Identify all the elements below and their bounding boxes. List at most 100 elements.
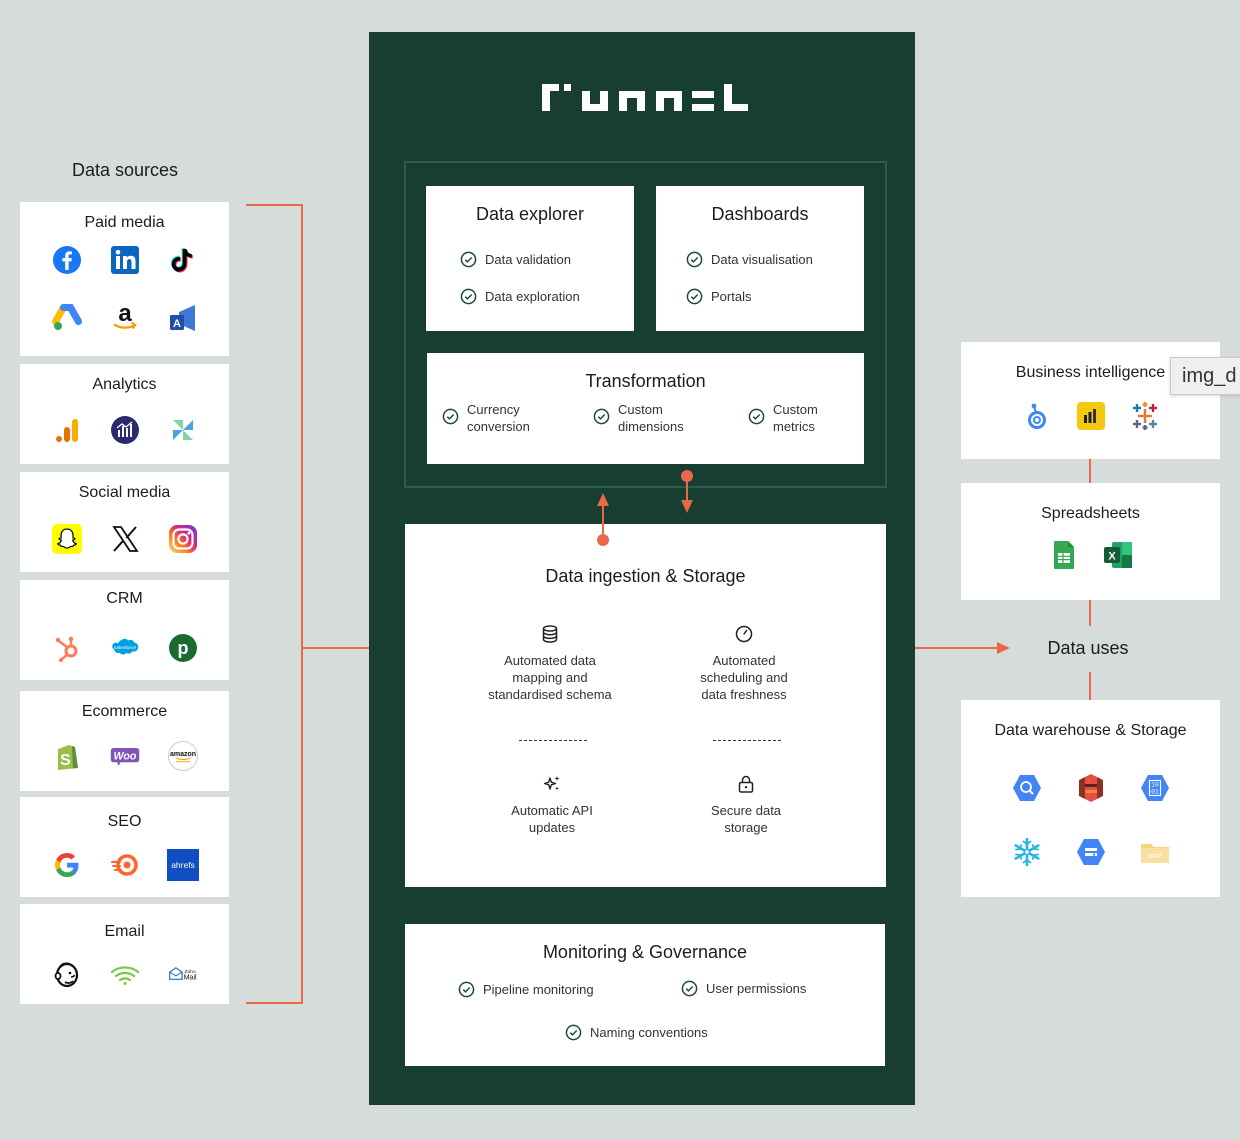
mailchimp-icon bbox=[51, 958, 83, 990]
dashboards-title: Dashboards bbox=[711, 204, 809, 224]
sftp-icon: SFTP bbox=[1139, 836, 1171, 868]
google-icon bbox=[51, 849, 83, 881]
source-title: Social media bbox=[78, 484, 171, 501]
source-card-paid-media: Paid media a A bbox=[20, 202, 229, 356]
funnel-logo: funnel bbox=[542, 84, 748, 111]
feature-label: Secure data storage bbox=[710, 803, 782, 835]
check-label: User permissions bbox=[706, 981, 807, 996]
feature-item: Automated data mapping and standardised … bbox=[470, 624, 630, 703]
source-title: SEO bbox=[107, 813, 142, 830]
source-card-social-media: Social media bbox=[20, 472, 229, 572]
aws-s3-icon bbox=[1075, 772, 1107, 804]
tools-container bbox=[404, 161, 887, 488]
sources-bracket bbox=[246, 204, 303, 1004]
tiktok-icon bbox=[167, 244, 199, 276]
check-label: Portals bbox=[711, 289, 752, 304]
zoho-wordmark-top: Zoho bbox=[184, 969, 195, 975]
sftp-wordmark: SFTP bbox=[1148, 854, 1161, 860]
salesforce-wordmark: salesforce bbox=[113, 645, 136, 651]
google-ads-icon bbox=[51, 302, 83, 334]
looker-studio-icon bbox=[1021, 400, 1053, 432]
data-explorer-card: Data explorer Data validation Data explo… bbox=[426, 186, 634, 331]
adobe-analytics-icon bbox=[109, 414, 141, 446]
check-label: Data validation bbox=[485, 252, 571, 267]
svg-text:A: A bbox=[173, 318, 181, 330]
shopify-icon: S bbox=[51, 740, 83, 772]
use-title: Spreadsheets bbox=[1041, 505, 1140, 522]
ahrefs-wordmark: ahrefs bbox=[171, 860, 195, 870]
ingestion-card: Data ingestion & Storage Automated data … bbox=[405, 524, 886, 887]
feature-item: Automated scheduling and data freshness bbox=[664, 624, 824, 703]
tableau-icon bbox=[1129, 400, 1161, 432]
check-label: Currency conversion bbox=[467, 402, 530, 434]
check-item: Custom dimensions bbox=[593, 401, 713, 435]
monitoring-title: Monitoring & Governance bbox=[542, 942, 748, 962]
svg-text:a: a bbox=[118, 302, 132, 327]
source-card-analytics: Analytics bbox=[20, 364, 229, 464]
svg-text:10: 10 bbox=[1151, 782, 1159, 789]
check-item: Currency conversion bbox=[442, 401, 562, 435]
check-label: Custom dimensions bbox=[618, 402, 684, 434]
linkedin-icon bbox=[109, 244, 141, 276]
check-circle-icon bbox=[686, 288, 703, 305]
amazon-seller-wordmark: amazon bbox=[169, 751, 195, 758]
transformation-title: Transformation bbox=[585, 371, 706, 391]
use-title: Business intelligence bbox=[1015, 364, 1166, 381]
check-item: Data validation bbox=[460, 251, 571, 268]
check-item: Portals bbox=[686, 288, 751, 305]
x-icon bbox=[109, 523, 141, 555]
check-item: Data visualisation bbox=[686, 251, 813, 268]
woo-wordmark: Woo bbox=[113, 751, 136, 763]
facebook-icon bbox=[51, 244, 83, 276]
divider-dashes bbox=[519, 740, 587, 741]
check-item: Naming conventions bbox=[565, 1024, 708, 1041]
image-tooltip: img_d bbox=[1170, 357, 1240, 395]
sparkles-icon bbox=[543, 776, 560, 791]
monitoring-card: Monitoring & Governance Pipeline monitor… bbox=[405, 924, 885, 1066]
amazon-icon: a bbox=[109, 302, 141, 334]
zoho-wordmark-bottom: Mail bbox=[183, 973, 196, 981]
svg-text:01: 01 bbox=[1151, 789, 1159, 796]
power-bi-icon bbox=[1075, 400, 1107, 432]
feature-label: Automated scheduling and data freshness bbox=[700, 653, 788, 702]
instagram-icon bbox=[167, 523, 199, 555]
source-title: CRM bbox=[106, 590, 143, 607]
svg-text:X: X bbox=[1108, 551, 1116, 563]
check-item: Pipeline monitoring bbox=[458, 981, 594, 998]
sync-arrows bbox=[597, 470, 693, 546]
use-title: Data warehouse & Storage bbox=[994, 722, 1187, 739]
check-item: Custom metrics bbox=[748, 401, 858, 435]
divider-dashes bbox=[713, 740, 781, 741]
dashboards-card: Dashboards Data visualisation Portals bbox=[656, 186, 864, 331]
check-label: Naming conventions bbox=[590, 1025, 708, 1040]
check-label: Data exploration bbox=[485, 289, 580, 304]
check-circle-icon bbox=[460, 251, 477, 268]
pipedrive-icon: p bbox=[167, 632, 199, 664]
check-circle-icon bbox=[686, 251, 703, 268]
check-circle-icon bbox=[565, 1024, 582, 1041]
check-circle-icon bbox=[460, 288, 477, 305]
source-title: Analytics bbox=[92, 376, 157, 393]
transformation-card: Transformation Currency conversion Custo… bbox=[427, 353, 864, 464]
check-circle-icon bbox=[442, 408, 459, 425]
check-circle-icon bbox=[681, 980, 698, 997]
database-icon bbox=[542, 625, 558, 643]
source-title: Ecommerce bbox=[81, 703, 168, 720]
cloud-sql-icon bbox=[1075, 836, 1107, 868]
hubspot-icon bbox=[51, 632, 83, 664]
excel-icon: X bbox=[1102, 539, 1134, 571]
source-card-seo: SEO ahrefs bbox=[20, 797, 229, 897]
ingestion-title: Data ingestion & Storage bbox=[545, 566, 746, 586]
semrush-icon bbox=[109, 849, 141, 881]
check-label: Custom metrics bbox=[773, 402, 818, 434]
feature-item: Automatic API updates bbox=[472, 774, 632, 836]
clock-icon bbox=[735, 625, 753, 643]
use-card-spreadsheets: Spreadsheets X bbox=[961, 483, 1220, 600]
check-circle-icon bbox=[748, 408, 765, 425]
source-title: Paid media bbox=[84, 214, 165, 231]
check-circle-icon bbox=[458, 981, 475, 998]
check-item: User permissions bbox=[681, 980, 806, 997]
